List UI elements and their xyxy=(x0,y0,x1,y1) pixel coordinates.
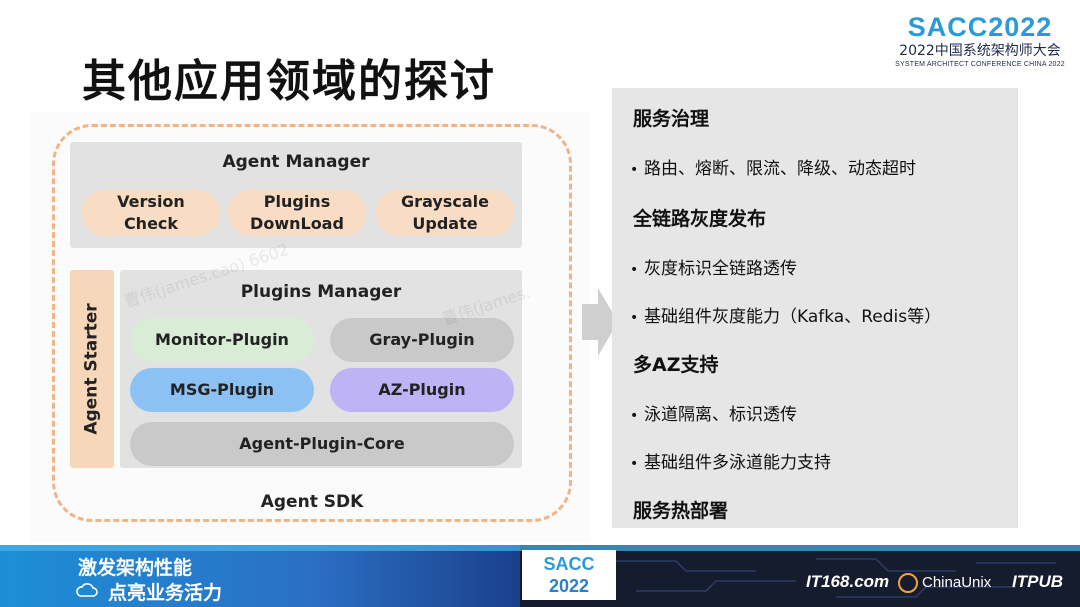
list-item-text: 基础组件灰度能力（Kafka、Redis等） xyxy=(644,307,942,327)
agent-manager-title: Agent Manager xyxy=(222,152,370,172)
section-heading-hot-deploy: 服务热部署 xyxy=(633,500,729,522)
list-item: • 基础组件灰度能力（Kafka、Redis等） xyxy=(630,302,941,327)
list-item-text: 路由、熔断、限流、降级、动态超时 xyxy=(644,159,916,179)
chinaunix-icon xyxy=(898,573,918,593)
footer-slogan-1: 激发架构性能 xyxy=(78,557,193,579)
az-plugin-pill: AZ-Plugin xyxy=(330,368,514,412)
msg-plugin-pill: MSG-Plugin xyxy=(130,368,314,412)
plugins-download-pill: Plugins DownLoad xyxy=(228,190,366,236)
list-item-text: 灰度标识全链路透传 xyxy=(644,259,797,279)
agent-starter-label: Agent Starter xyxy=(82,303,102,435)
footer-top-band xyxy=(0,545,1080,551)
agent-starter-label-wrap: Agent Starter xyxy=(70,270,114,468)
footer-logo-line1: SACC xyxy=(543,554,595,574)
footer-logo-line2: 2022 xyxy=(548,576,590,596)
list-item: • 路由、熔断、限流、降级、动态超时 xyxy=(630,154,916,179)
agent-plugin-core-pill: Agent-Plugin-Core xyxy=(130,422,514,466)
logo-main-text: SACC2022 xyxy=(907,12,1053,42)
bullet-icon: • xyxy=(630,162,639,178)
logo-english: SYSTEM ARCHITECT CONFERENCE CHINA 2022 xyxy=(895,61,1065,68)
gray-plugin-pill: Gray-Plugin xyxy=(330,318,514,362)
sponsor-it168: IT168.com xyxy=(806,572,890,591)
sponsor-chinaunix: ChinaUnix xyxy=(922,574,992,591)
footer-slogan-2: 点亮业务活力 xyxy=(108,582,223,604)
list-item-text: 泳道隔离、标识透传 xyxy=(644,405,797,425)
circuit-pattern xyxy=(616,558,1056,598)
bullet-icon: • xyxy=(630,408,639,424)
agent-starter-bar xyxy=(70,270,114,468)
agent-sdk-label: Agent SDK xyxy=(260,492,364,512)
footer-logo: SACC 2022 xyxy=(522,550,616,600)
list-item-text: 基础组件多泳道能力支持 xyxy=(644,453,831,473)
bullet-icon: • xyxy=(630,456,639,472)
bullet-icon: • xyxy=(630,262,639,278)
right-arrow-icon xyxy=(582,288,618,356)
logo-subtitle: 2022中国系统架构师大会 xyxy=(899,43,1061,59)
sdk-dashed-frame xyxy=(52,124,572,522)
list-item: • 基础组件多泳道能力支持 xyxy=(630,448,831,473)
list-item: • 灰度标识全链路透传 xyxy=(630,254,797,279)
sponsor-itpub: ITPUB xyxy=(1012,572,1063,591)
bullet-icon: • xyxy=(630,310,639,326)
grayscale-update-pill: Grayscale Update xyxy=(376,190,514,236)
page-title: 其他应用领域的探讨 xyxy=(82,56,496,107)
plugins-manager-title: Plugins Manager xyxy=(240,282,402,302)
version-check-pill: Version Check xyxy=(82,190,220,236)
info-panel xyxy=(612,88,1018,528)
cloud-icon xyxy=(76,583,98,597)
section-heading-governance: 服务治理 xyxy=(633,108,710,130)
section-heading-multi-az: 多AZ支持 xyxy=(633,354,719,376)
list-item: • 泳道隔离、标识透传 xyxy=(630,400,797,425)
monitor-plugin-pill: Monitor-Plugin xyxy=(130,318,314,362)
conference-logo: SACC2022 2022中国系统架构师大会 SYSTEM ARCHITECT … xyxy=(890,12,1070,69)
section-heading-gray-release: 全链路灰度发布 xyxy=(633,208,767,230)
